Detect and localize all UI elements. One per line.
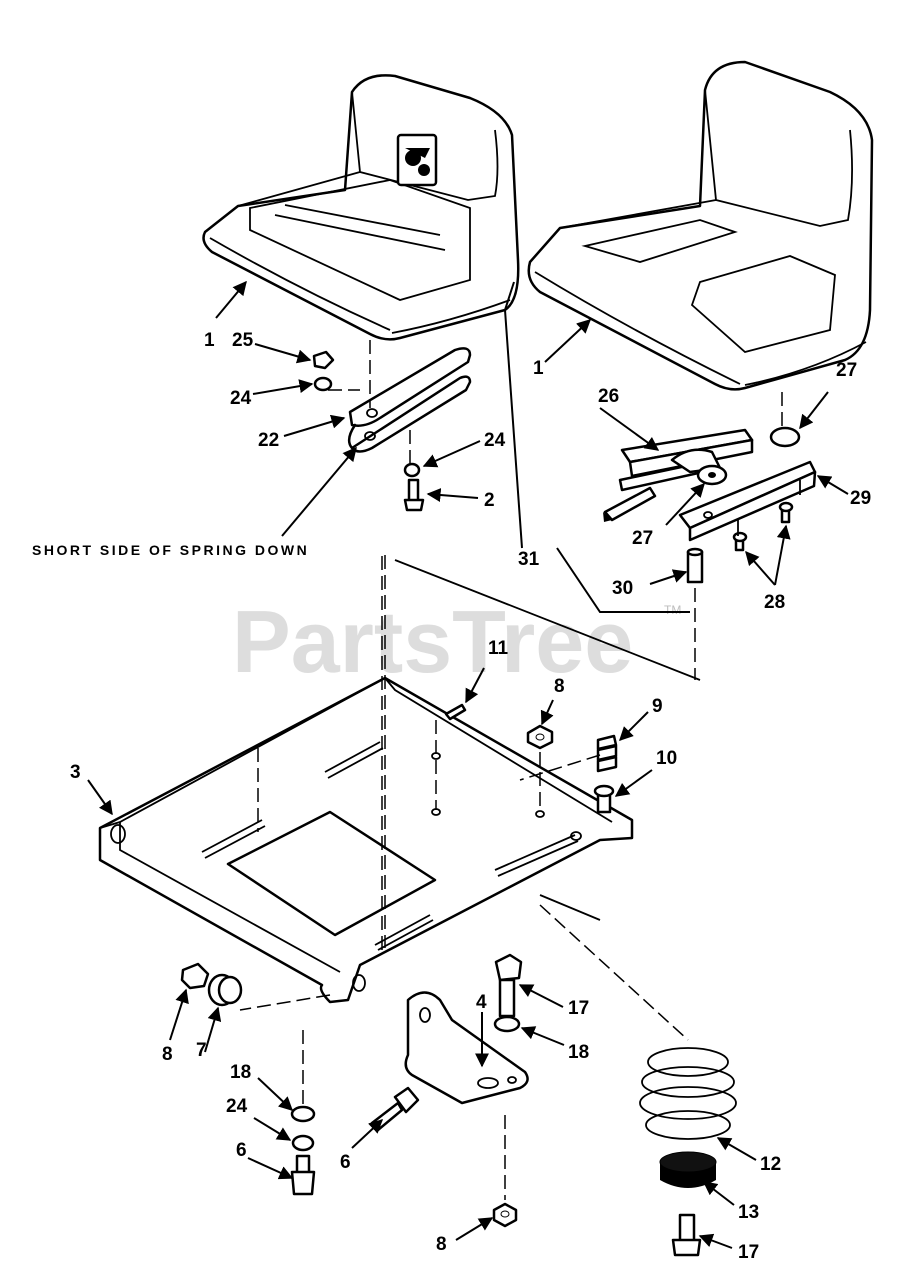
watermark: PartsTree	[232, 592, 633, 691]
bolt-17-bottom	[671, 1213, 702, 1257]
callout-26: 26	[598, 386, 619, 407]
pin-10	[593, 784, 615, 814]
callout-18-right: 18	[568, 1042, 589, 1063]
callout-28: 28	[764, 592, 785, 613]
bolt-6-lower	[290, 1154, 316, 1196]
alignment-lines	[239, 340, 783, 1200]
callout-25: 25	[232, 330, 254, 351]
spacer-30	[686, 547, 704, 584]
nut-25	[312, 350, 335, 370]
bolt-2	[403, 478, 425, 512]
coil-spring-12	[639, 1047, 737, 1140]
washer-27-mid	[696, 464, 728, 486]
callout-18-left: 18	[230, 1062, 251, 1083]
callout-10: 10	[656, 748, 677, 769]
callout-24-c: 24	[226, 1096, 248, 1117]
callout-12: 12	[760, 1154, 781, 1175]
pin-11	[444, 703, 467, 721]
callout-24-a: 24	[230, 388, 252, 409]
seat-right	[527, 60, 874, 391]
callout-22: 22	[258, 430, 279, 451]
seat-spring-22	[347, 347, 472, 453]
nut-8-bottom	[492, 1202, 518, 1228]
rubber-bumper-13	[659, 1151, 717, 1188]
callout-11: 11	[488, 638, 509, 659]
callout-13: 13	[738, 1202, 759, 1223]
callout-6-mid: 6	[340, 1152, 351, 1173]
callout-4: 4	[476, 992, 487, 1013]
callout-27-b: 27	[632, 528, 653, 549]
callout-9: 9	[652, 696, 663, 717]
callout-1-right: 1	[533, 358, 544, 379]
callouts: 1 25 24 22 24 2 SHORT SIDE OF SPRING DOW…	[32, 330, 871, 1263]
leader-lines	[87, 280, 849, 1249]
washer-24-bottom	[403, 462, 421, 478]
callout-1-left: 1	[204, 330, 215, 351]
nut-8-top	[526, 724, 554, 750]
watermark-trademark: TM	[664, 603, 681, 617]
callout-31: 31	[518, 549, 540, 570]
callout-17-top: 17	[568, 998, 589, 1019]
screw-28-b	[778, 501, 794, 524]
caption-spring: SHORT SIDE OF SPRING DOWN	[32, 542, 309, 558]
screw-28-a	[732, 531, 748, 552]
nut-8-left	[180, 962, 210, 990]
callout-2: 2	[484, 490, 495, 511]
callout-30: 30	[612, 578, 633, 599]
callout-8-left: 8	[162, 1044, 173, 1065]
seat-left	[202, 74, 520, 341]
washer-24-top	[313, 376, 333, 392]
slide-rail-29	[678, 460, 817, 542]
callout-27-a: 27	[836, 360, 857, 381]
seat-base-plate-3	[98, 676, 634, 1004]
seat-logo	[396, 133, 438, 187]
washer-24-lower	[291, 1134, 315, 1152]
callout-7: 7	[196, 1040, 207, 1061]
callout-6-left: 6	[236, 1140, 247, 1161]
callout-24-b: 24	[484, 430, 506, 451]
callout-17-bottom: 17	[738, 1242, 759, 1263]
callout-8-top: 8	[554, 676, 565, 697]
washer-18-right	[493, 1015, 521, 1033]
bracket-4	[404, 991, 529, 1105]
washer-27-top	[769, 426, 801, 448]
callout-29: 29	[850, 488, 871, 509]
seat-slide-26	[603, 428, 754, 522]
bushing-7	[207, 973, 243, 1007]
washer-18-left	[290, 1105, 316, 1123]
bolt-17-top	[494, 953, 523, 1018]
spring-9	[596, 734, 618, 773]
callout-8-bottom: 8	[436, 1234, 447, 1255]
callout-3: 3	[70, 762, 81, 783]
